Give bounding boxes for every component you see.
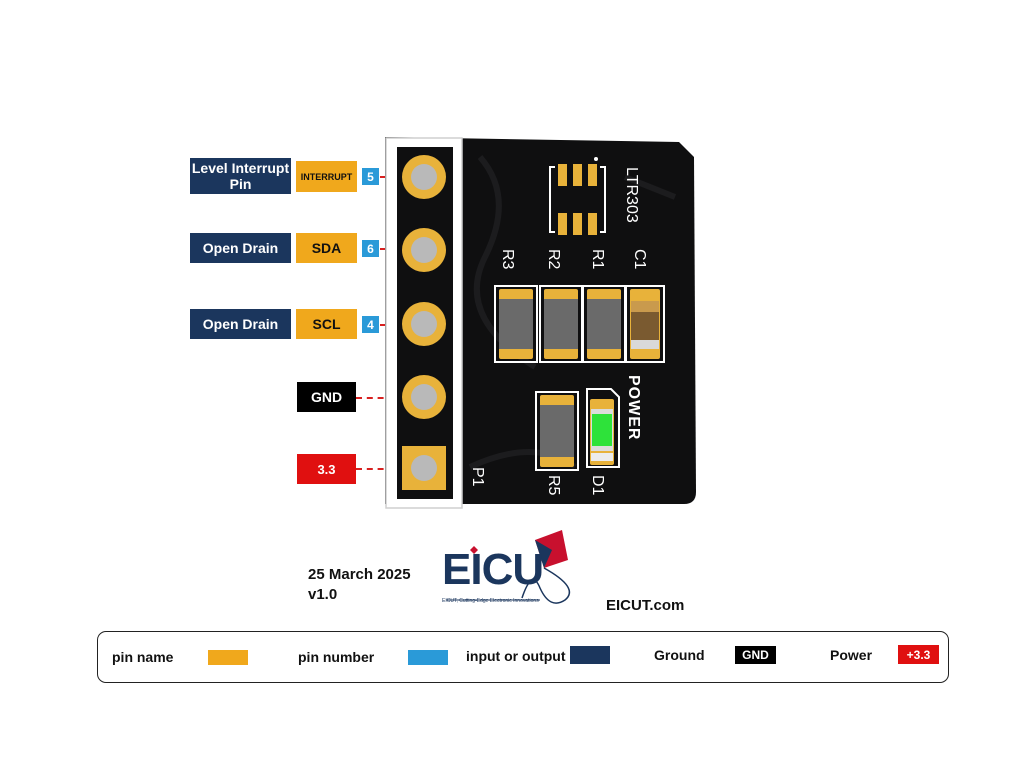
r5-label: R5 (545, 475, 562, 496)
resistor-r5 (535, 391, 579, 471)
pin-number-6: 6 (362, 240, 379, 257)
io-label-sda: Open Drain (190, 233, 291, 263)
header-pad-1 (402, 155, 446, 199)
legend-ground-badge: GND (735, 646, 776, 664)
kite-icon (446, 530, 571, 604)
legend-io-swatch (570, 646, 610, 664)
legend-pin-name-swatch (208, 650, 248, 665)
power-silk-label: POWER (625, 375, 642, 440)
c1-label: C1 (631, 249, 648, 270)
legend-pin-name-label: pin name (112, 649, 174, 665)
header-pad-3 (402, 302, 446, 346)
io-label-scl: Open Drain (190, 309, 291, 339)
header-label: P1 (469, 467, 486, 487)
ic-footprint (549, 157, 606, 235)
pin-name-sda: SDA (296, 233, 357, 263)
website-link[interactable]: EICUT.com (606, 597, 685, 614)
resistor-r2 (539, 285, 583, 363)
io-label-interrupt: Level Interrupt Pin (190, 158, 291, 194)
legend-io-label: input or output (466, 648, 566, 664)
ic-label: LTR303 (623, 167, 640, 223)
pin-name-gnd: GND (297, 382, 356, 412)
legend-power-badge: +3.3 (898, 645, 939, 664)
d1-label: D1 (589, 475, 606, 496)
pin-name-interrupt: INTERRUPT (296, 161, 357, 192)
pin-name-3v3: 3.3 (297, 454, 356, 484)
resistor-r1 (582, 285, 626, 363)
r1-label: R1 (589, 249, 606, 270)
logo-tagline: EICUT, Cutting-Edge Electronic Innovatio… (442, 598, 539, 604)
legend-pin-number-swatch (408, 650, 448, 665)
version: v1.0 (308, 586, 338, 603)
resistor-r3 (494, 285, 538, 363)
capacitor-c1 (625, 285, 665, 363)
pin-number-4: 4 (362, 316, 379, 333)
pcb-board: P1 LTR303 R3 R2 R1 C1 (385, 137, 696, 509)
logo-wordmark: EICU (442, 545, 544, 594)
header-pad-4 (402, 375, 446, 419)
legend-power-label: Power (830, 647, 873, 663)
legend-ground-label: Ground (654, 647, 705, 663)
r2-label: R2 (545, 249, 562, 270)
legend-pin-number-label: pin number (298, 649, 375, 665)
legend: pin name pin number input or output Grou… (97, 631, 949, 683)
eicu-logo: EICU EICUT, Cutting-Edge Electronic Inno… (440, 528, 600, 608)
release-date: 25 March 2025 (308, 566, 411, 583)
header-pad-2 (402, 228, 446, 272)
led-d1 (586, 388, 620, 468)
header-pad-5-square (402, 446, 446, 490)
r3-label: R3 (499, 249, 516, 270)
pin-name-scl: SCL (296, 309, 357, 339)
pin-number-5: 5 (362, 168, 379, 185)
